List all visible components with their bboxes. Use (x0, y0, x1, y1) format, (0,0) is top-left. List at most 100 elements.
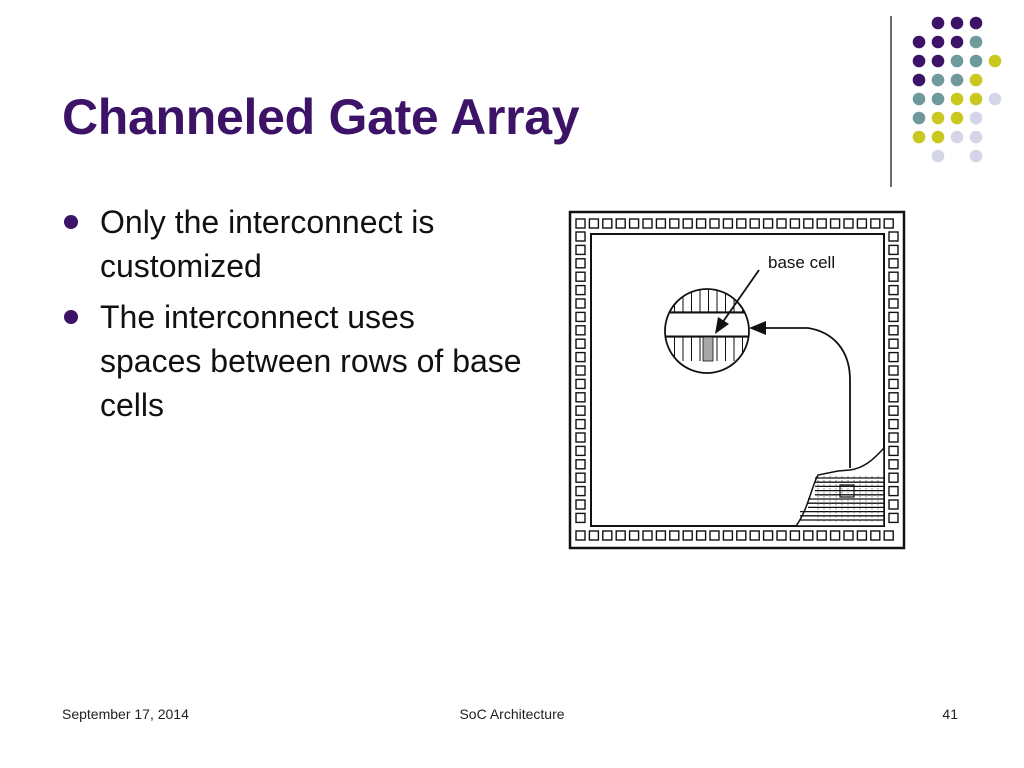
decorative-dot (912, 111, 926, 125)
route-arrowhead (749, 321, 766, 335)
io-pad (888, 499, 899, 510)
decorative-dot (912, 54, 926, 68)
io-pad (682, 530, 693, 541)
io-pad (736, 530, 747, 541)
io-pad-ring (575, 218, 899, 541)
decorative-dot (931, 111, 945, 125)
io-pad (883, 530, 894, 541)
io-pad (575, 311, 586, 323)
decorative-dot (950, 16, 964, 30)
io-pad (628, 530, 640, 541)
io-pad (888, 432, 899, 443)
decorative-dot (969, 16, 983, 30)
io-pad (575, 418, 586, 430)
routing-tracks (800, 476, 884, 524)
io-pad (575, 218, 586, 229)
io-pad (575, 231, 586, 242)
page-number: 41 (942, 706, 958, 722)
io-pad (575, 445, 586, 457)
decorative-dot (931, 16, 945, 30)
io-pad (888, 512, 899, 524)
io-pad (575, 338, 586, 349)
footer-title: SoC Architecture (459, 706, 565, 722)
io-pad (669, 218, 680, 229)
io-pad (803, 218, 814, 229)
io-pad (575, 298, 586, 309)
io-pad (722, 218, 734, 229)
io-pad (856, 530, 868, 541)
bullet-text: The interconnect uses spaces between row… (100, 299, 522, 423)
io-pad (888, 258, 899, 269)
io-pad (615, 530, 626, 541)
io-pad (888, 271, 899, 282)
decorative-dot (931, 35, 945, 49)
io-pad (829, 530, 841, 541)
decorative-dot (931, 130, 945, 144)
io-pad (888, 392, 899, 403)
io-pad (642, 218, 653, 229)
decorative-dot (931, 54, 945, 68)
io-pad (669, 530, 680, 541)
bullet-icon (64, 310, 78, 324)
base-cell-label: base cell (768, 253, 835, 272)
io-pad (776, 218, 787, 229)
io-pad (776, 530, 787, 541)
io-pad (575, 472, 586, 483)
io-pad (682, 218, 693, 229)
io-pad (575, 284, 586, 296)
io-pad (602, 530, 613, 541)
io-pad (575, 405, 586, 416)
io-pad (615, 218, 626, 229)
decorative-dot (931, 149, 945, 163)
io-pad (575, 351, 586, 363)
io-pad (888, 311, 899, 323)
io-pad (575, 258, 586, 269)
io-pad (736, 218, 747, 229)
bullet-item: The interconnect uses spaces between row… (62, 295, 522, 427)
io-pad (642, 530, 653, 541)
channeled-gate-array-diagram: base cell (568, 210, 906, 550)
io-pad (575, 432, 586, 443)
label-pointer-arrowhead (715, 317, 729, 334)
io-pad (888, 338, 899, 349)
io-pad (749, 530, 760, 541)
io-pad (575, 485, 586, 497)
io-pad (762, 218, 774, 229)
decorative-dot (969, 35, 983, 49)
io-pad (575, 530, 586, 541)
decorative-dot (969, 92, 983, 106)
io-pad (888, 472, 899, 483)
io-pad (575, 271, 586, 282)
decorative-dot (988, 92, 1002, 106)
footer-date: September 17, 2014 (62, 706, 189, 722)
magnified-cell-rows (665, 289, 749, 362)
io-pad (888, 325, 899, 336)
io-pad (655, 530, 667, 541)
magnifier-circle (664, 288, 750, 374)
io-pad (789, 530, 801, 541)
io-pad (789, 218, 801, 229)
io-pad (655, 218, 667, 229)
core-area (590, 233, 885, 527)
io-pad (575, 325, 586, 336)
io-pad (695, 218, 707, 229)
io-pad (888, 405, 899, 416)
io-pad (695, 530, 707, 541)
io-pad (870, 530, 881, 541)
decorative-dot (912, 130, 926, 144)
decorative-dot (969, 73, 983, 87)
io-pad (888, 298, 899, 309)
decorative-dot (950, 73, 964, 87)
io-pad (575, 392, 586, 403)
io-pad (888, 231, 899, 242)
bullet-text: Only the interconnect is customized (100, 204, 435, 284)
io-pad (722, 530, 734, 541)
io-pad (709, 530, 720, 541)
io-pad (888, 459, 899, 470)
decorative-dot (950, 111, 964, 125)
io-pad (888, 244, 899, 256)
bullet-icon (64, 215, 78, 229)
io-pad (888, 365, 899, 376)
decorative-dot-grid (912, 16, 1002, 163)
route-curve (758, 327, 851, 468)
